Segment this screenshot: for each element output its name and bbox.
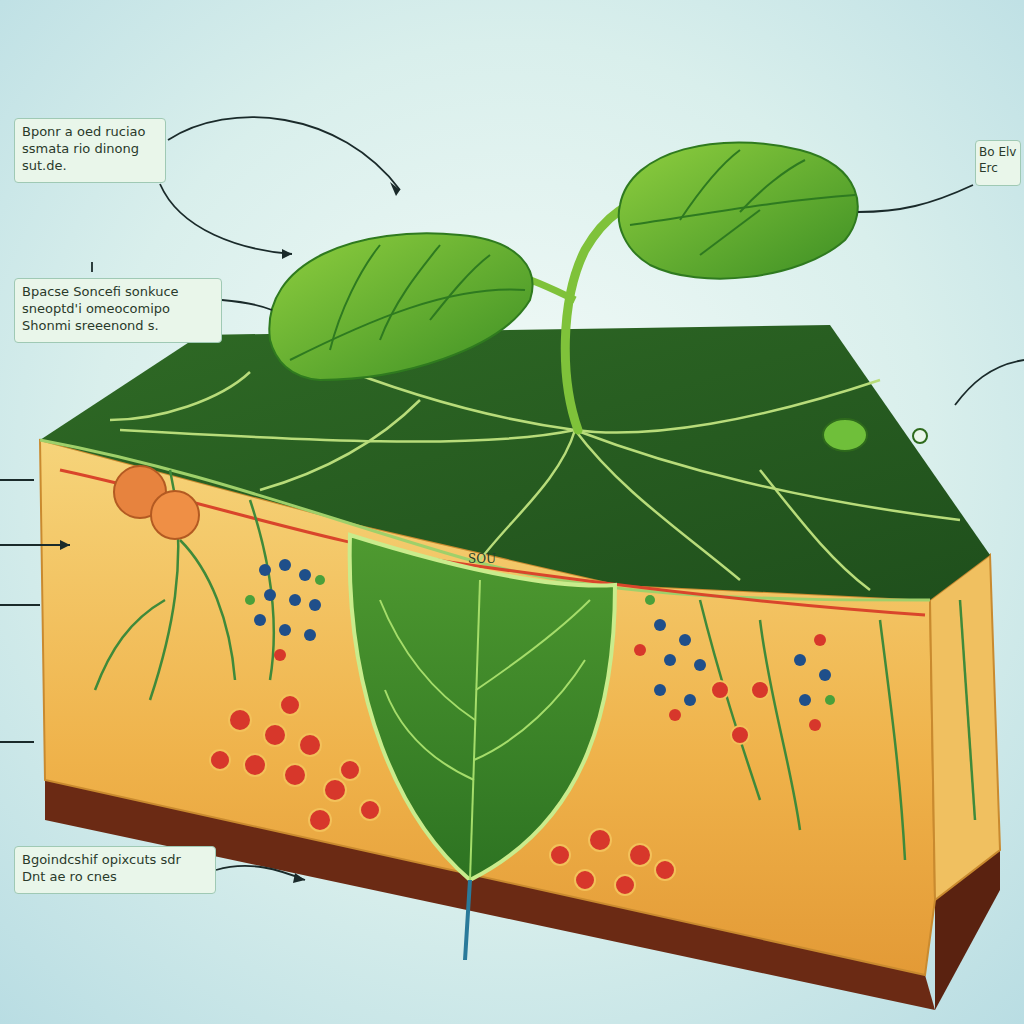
callout-box: Bgoindcshif opixcuts sdr Dnt ae ro cnes (14, 846, 216, 894)
callout-text: Bo Elv Erc (979, 145, 1017, 176)
callout-box: Bpacse Soncefi sonkuce sneoptd'i omeocom… (14, 278, 222, 343)
callout-text: Bgoindcshif opixcuts sdr Dnt ae ro cnes (22, 852, 208, 886)
callout-text: Bpacse Soncefi sonkuce sneoptd'i omeocom… (22, 284, 214, 335)
callout-box: Bponr a oed ruciao ssmata rio dinong sut… (14, 118, 166, 183)
callout-box: Bo Elv Erc (975, 140, 1021, 186)
callout-text: Bponr a oed ruciao ssmata rio dinong sut… (22, 124, 158, 175)
part-label: SOU (468, 552, 496, 566)
